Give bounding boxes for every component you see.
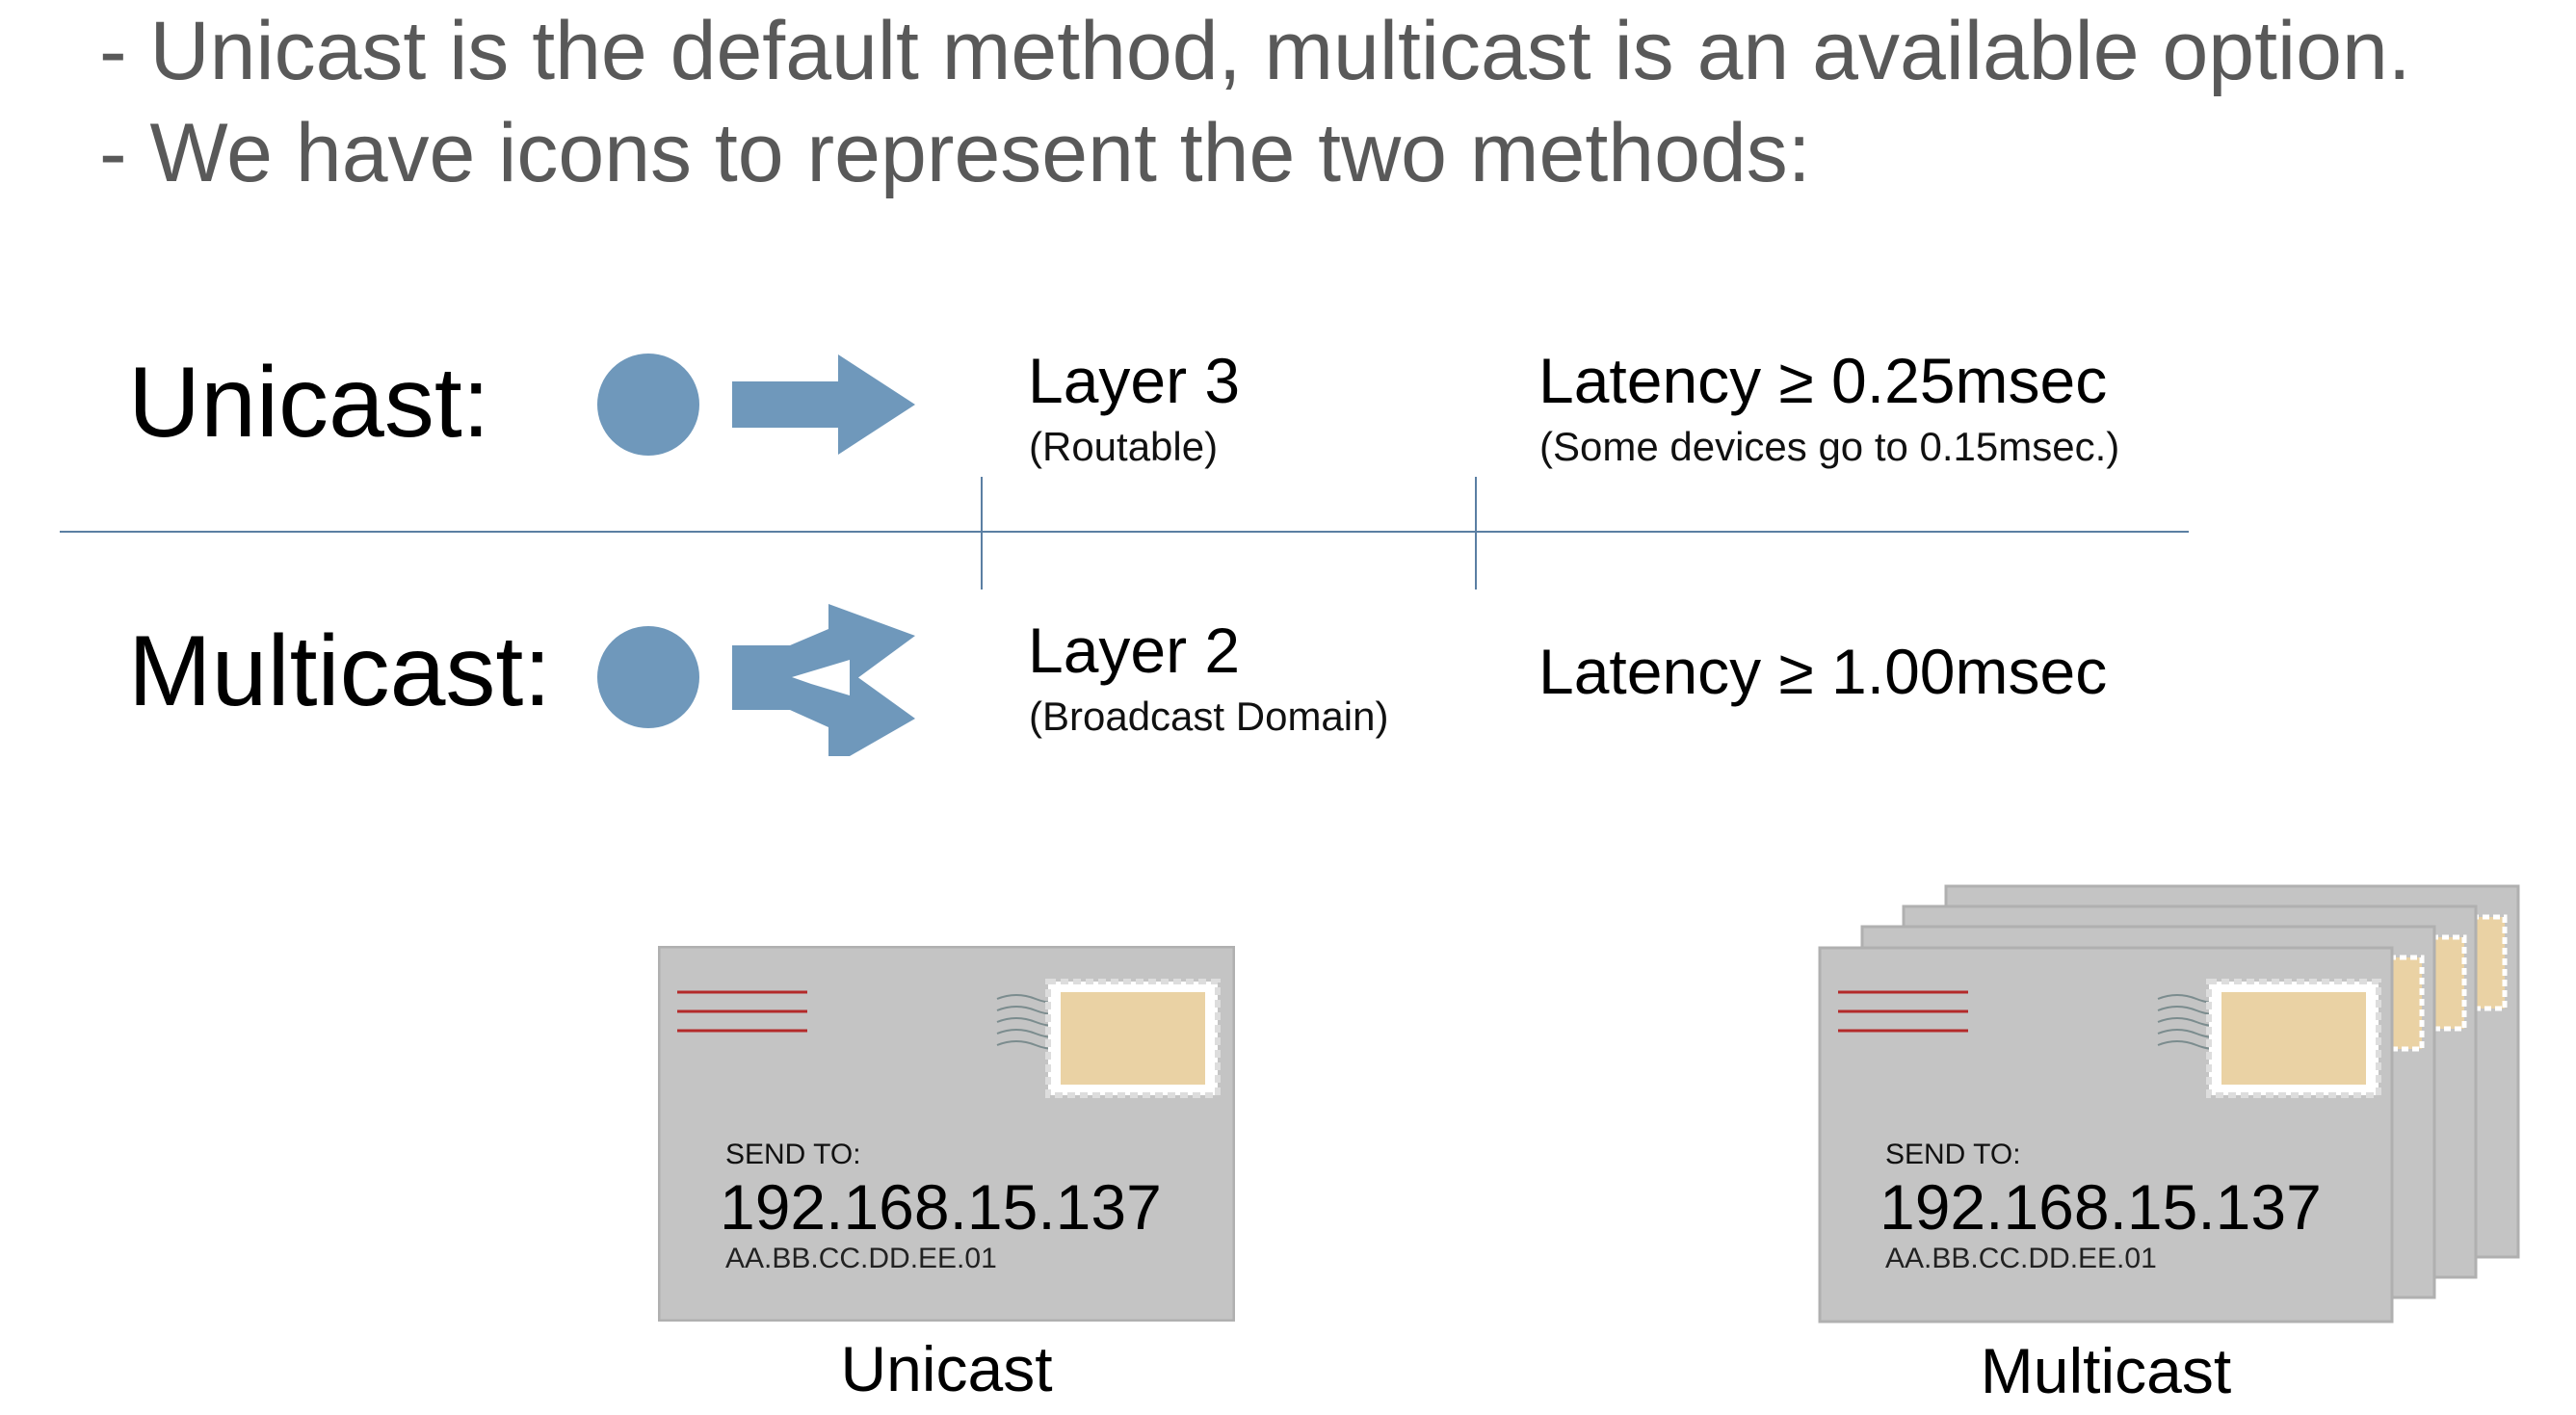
- unicast-label: Unicast:: [128, 347, 490, 459]
- envelope-icon: [658, 946, 1235, 1322]
- unicast-caption: Unicast: [840, 1333, 1053, 1404]
- unicast-layer-note: (Routable): [1029, 424, 1219, 469]
- bullet-unicast-default: - Unicast is the default method, multica…: [99, 5, 2411, 97]
- envelope-stack-icon: [1818, 884, 2520, 1323]
- unicast-ip: 192.168.15.137: [720, 1171, 1162, 1243]
- unicast-layer: Layer 3: [1028, 345, 1241, 416]
- multicast-caption: Multicast: [1980, 1335, 2232, 1406]
- column-divider-1: [981, 477, 983, 590]
- multicast-ip: 192.168.15.137: [1879, 1171, 2322, 1243]
- unicast-latency: Latency ≥ 0.25msec: [1538, 345, 2108, 416]
- multicast-label: Multicast:: [128, 616, 552, 727]
- unicast-send-to-label: SEND TO:: [725, 1139, 861, 1170]
- multicast-icon: [597, 604, 915, 756]
- multicast-latency: Latency ≥ 1.00msec: [1538, 636, 2108, 707]
- multicast-mac: AA.BB.CC.DD.EE.01: [1885, 1243, 2157, 1274]
- multicast-send-to-label: SEND TO:: [1885, 1139, 2021, 1170]
- unicast-icon: [597, 354, 915, 456]
- multicast-layer: Layer 2: [1028, 615, 1241, 686]
- unicast-envelope: SEND TO: 192.168.15.137 AA.BB.CC.DD.EE.0…: [658, 946, 1235, 1322]
- unicast-latency-note: (Some devices go to 0.15msec.): [1539, 424, 2120, 469]
- multicast-envelope-stack: SEND TO: 192.168.15.137 AA.BB.CC.DD.EE.0…: [1817, 883, 2520, 1326]
- multicast-layer-note: (Broadcast Domain): [1029, 694, 1389, 739]
- unicast-mac: AA.BB.CC.DD.EE.01: [725, 1243, 997, 1274]
- row-divider: [60, 531, 2189, 533]
- column-divider-2: [1475, 477, 1477, 590]
- bullet-icons: - We have icons to represent the two met…: [99, 107, 1811, 199]
